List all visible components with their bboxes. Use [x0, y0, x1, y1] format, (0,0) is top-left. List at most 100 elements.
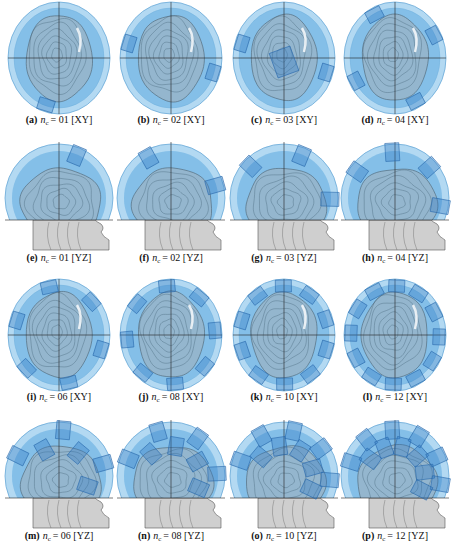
outer-shell: [344, 2, 446, 114]
electrode-patch: [430, 476, 450, 493]
panel-caption: (i)nc= 06 [XY]: [27, 391, 91, 406]
electrode-patch: [17, 358, 37, 378]
count-symbol: n: [266, 530, 271, 541]
count-value: = 06 [YZ]: [53, 530, 94, 541]
electrode-patch: [277, 378, 293, 390]
electrode-patch: [188, 478, 210, 498]
electrode-patch: [347, 348, 365, 368]
panel-letter: (n): [138, 530, 150, 541]
electrode-patch: [271, 436, 288, 456]
panel-caption: (b)nc= 02 [XY]: [137, 114, 204, 129]
axis-line: [59, 279, 60, 391]
model-panel: [340, 420, 450, 530]
panel-letter: (p): [362, 530, 374, 541]
electrode-patch: [120, 331, 133, 348]
contour-line: [292, 222, 296, 250]
electrode-patch: [290, 439, 312, 462]
electrode-patch: [425, 25, 443, 45]
electrode-patch: [299, 285, 319, 304]
contour-line: [47, 222, 51, 250]
count-subscript: c: [270, 119, 273, 127]
outer-shell: [344, 279, 446, 391]
panel-letter: (a): [26, 114, 38, 125]
head-base: [258, 498, 334, 528]
electrode-patch: [121, 34, 137, 53]
axis-line: [59, 2, 60, 114]
contour-line: [169, 222, 173, 250]
electrode-patch: [310, 438, 333, 460]
count-symbol: n: [266, 391, 271, 402]
model-panel: [230, 420, 340, 530]
electrode-patch: [250, 446, 273, 468]
electrode-patch: [93, 340, 109, 359]
panel-caption: (a)nc= 01 [XY]: [26, 114, 93, 129]
panel-letter: (k): [250, 391, 262, 402]
model-panel: [233, 2, 335, 114]
head-base: [33, 220, 109, 250]
count-value: = 12 [YZ]: [387, 530, 428, 541]
panel-caption: (m)nc= 06 [YZ]: [25, 530, 94, 545]
electrode-patch: [187, 427, 209, 450]
electrode-patch: [205, 63, 221, 82]
electrode-patch: [275, 280, 291, 292]
count-value: = 03 [YZ]: [276, 252, 317, 263]
panel-caption: (l)nc= 12 [XY]: [363, 391, 427, 406]
panel-caption: (k)nc= 10 [XY]: [250, 391, 317, 406]
outer-shell: [233, 2, 335, 114]
electrode-patch: [133, 363, 153, 382]
panel-letter: (d): [361, 114, 373, 125]
electrode-patch: [60, 375, 78, 390]
count-value: = 02 [YZ]: [162, 252, 203, 263]
electrode-patch: [7, 445, 29, 466]
count-value: = 10 [XY]: [276, 391, 318, 402]
count-subscript: c: [157, 257, 160, 265]
count-symbol: n: [266, 252, 271, 263]
axis-line: [284, 142, 285, 220]
axis-line: [171, 279, 172, 391]
highlight: [189, 305, 193, 329]
count-symbol: n: [39, 391, 44, 402]
head-base: [258, 220, 334, 250]
contour-line: [393, 222, 397, 250]
electrode-patch: [37, 97, 56, 113]
electrode-patch: [55, 421, 71, 440]
electrode-patch: [406, 369, 426, 387]
panel-caption: (e)nc= 01 [YZ]: [27, 252, 92, 267]
outer-shell: [8, 2, 110, 114]
outer-shell: [233, 279, 335, 391]
electrode-patch: [317, 310, 334, 329]
count-subscript: c: [48, 535, 51, 543]
outer-shell: [120, 2, 222, 114]
count-value: = 06 [XY]: [49, 391, 91, 402]
electrode-patch: [385, 143, 400, 162]
electrode-patch: [415, 464, 435, 480]
count-symbol: n: [43, 530, 48, 541]
electrode-patch: [195, 356, 214, 376]
contour-line: [292, 500, 296, 528]
electrode-patch: [67, 145, 87, 167]
electrode-patch: [138, 147, 159, 170]
model-panel: [8, 279, 110, 391]
electrode-patch: [34, 439, 55, 462]
contour-line: [47, 500, 51, 528]
count-value: = 10 [YZ]: [276, 530, 317, 541]
contour-line: [57, 500, 61, 528]
model-panel: [5, 142, 113, 252]
highlight: [189, 28, 193, 52]
contour-line: [179, 500, 183, 528]
count-value: = 12 [XY]: [385, 391, 427, 402]
electrode-patch: [418, 156, 441, 178]
contour-line: [282, 222, 286, 250]
count-symbol: n: [153, 114, 158, 125]
electrode-patch: [127, 294, 146, 314]
model-panel: [344, 2, 446, 114]
panel-letter: (i): [27, 391, 36, 402]
electrode-patch: [410, 479, 432, 500]
electrode-patch: [433, 329, 446, 345]
count-subscript: c: [158, 119, 161, 127]
axis-line: [171, 2, 172, 114]
head-base: [145, 498, 221, 528]
electrode-patch: [67, 442, 89, 465]
electrode-patch: [251, 425, 272, 448]
electrode-patch: [40, 280, 58, 295]
